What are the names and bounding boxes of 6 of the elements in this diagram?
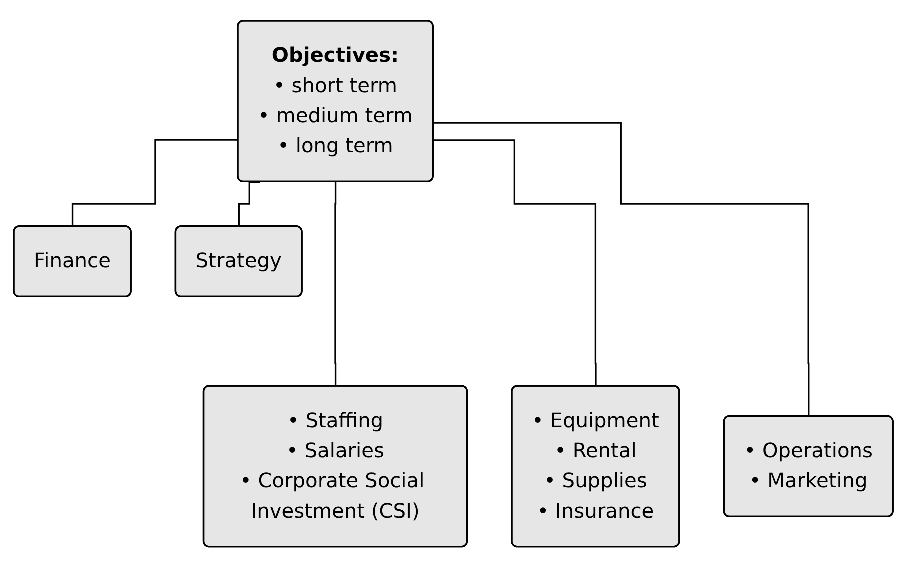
connector (334, 181, 337, 388)
connector (434, 139, 598, 388)
org-chart-drawing: Objectives: • short term • medium term • long term Finance Strategy • Staffing • Salaries • Corporate Social Investment (CSI) • Equipment • Rental • Supplies • Insurance • Operations • Marketing (5, 12, 902, 556)
connector (238, 181, 260, 228)
connector (434, 122, 810, 418)
connector (72, 138, 238, 228)
